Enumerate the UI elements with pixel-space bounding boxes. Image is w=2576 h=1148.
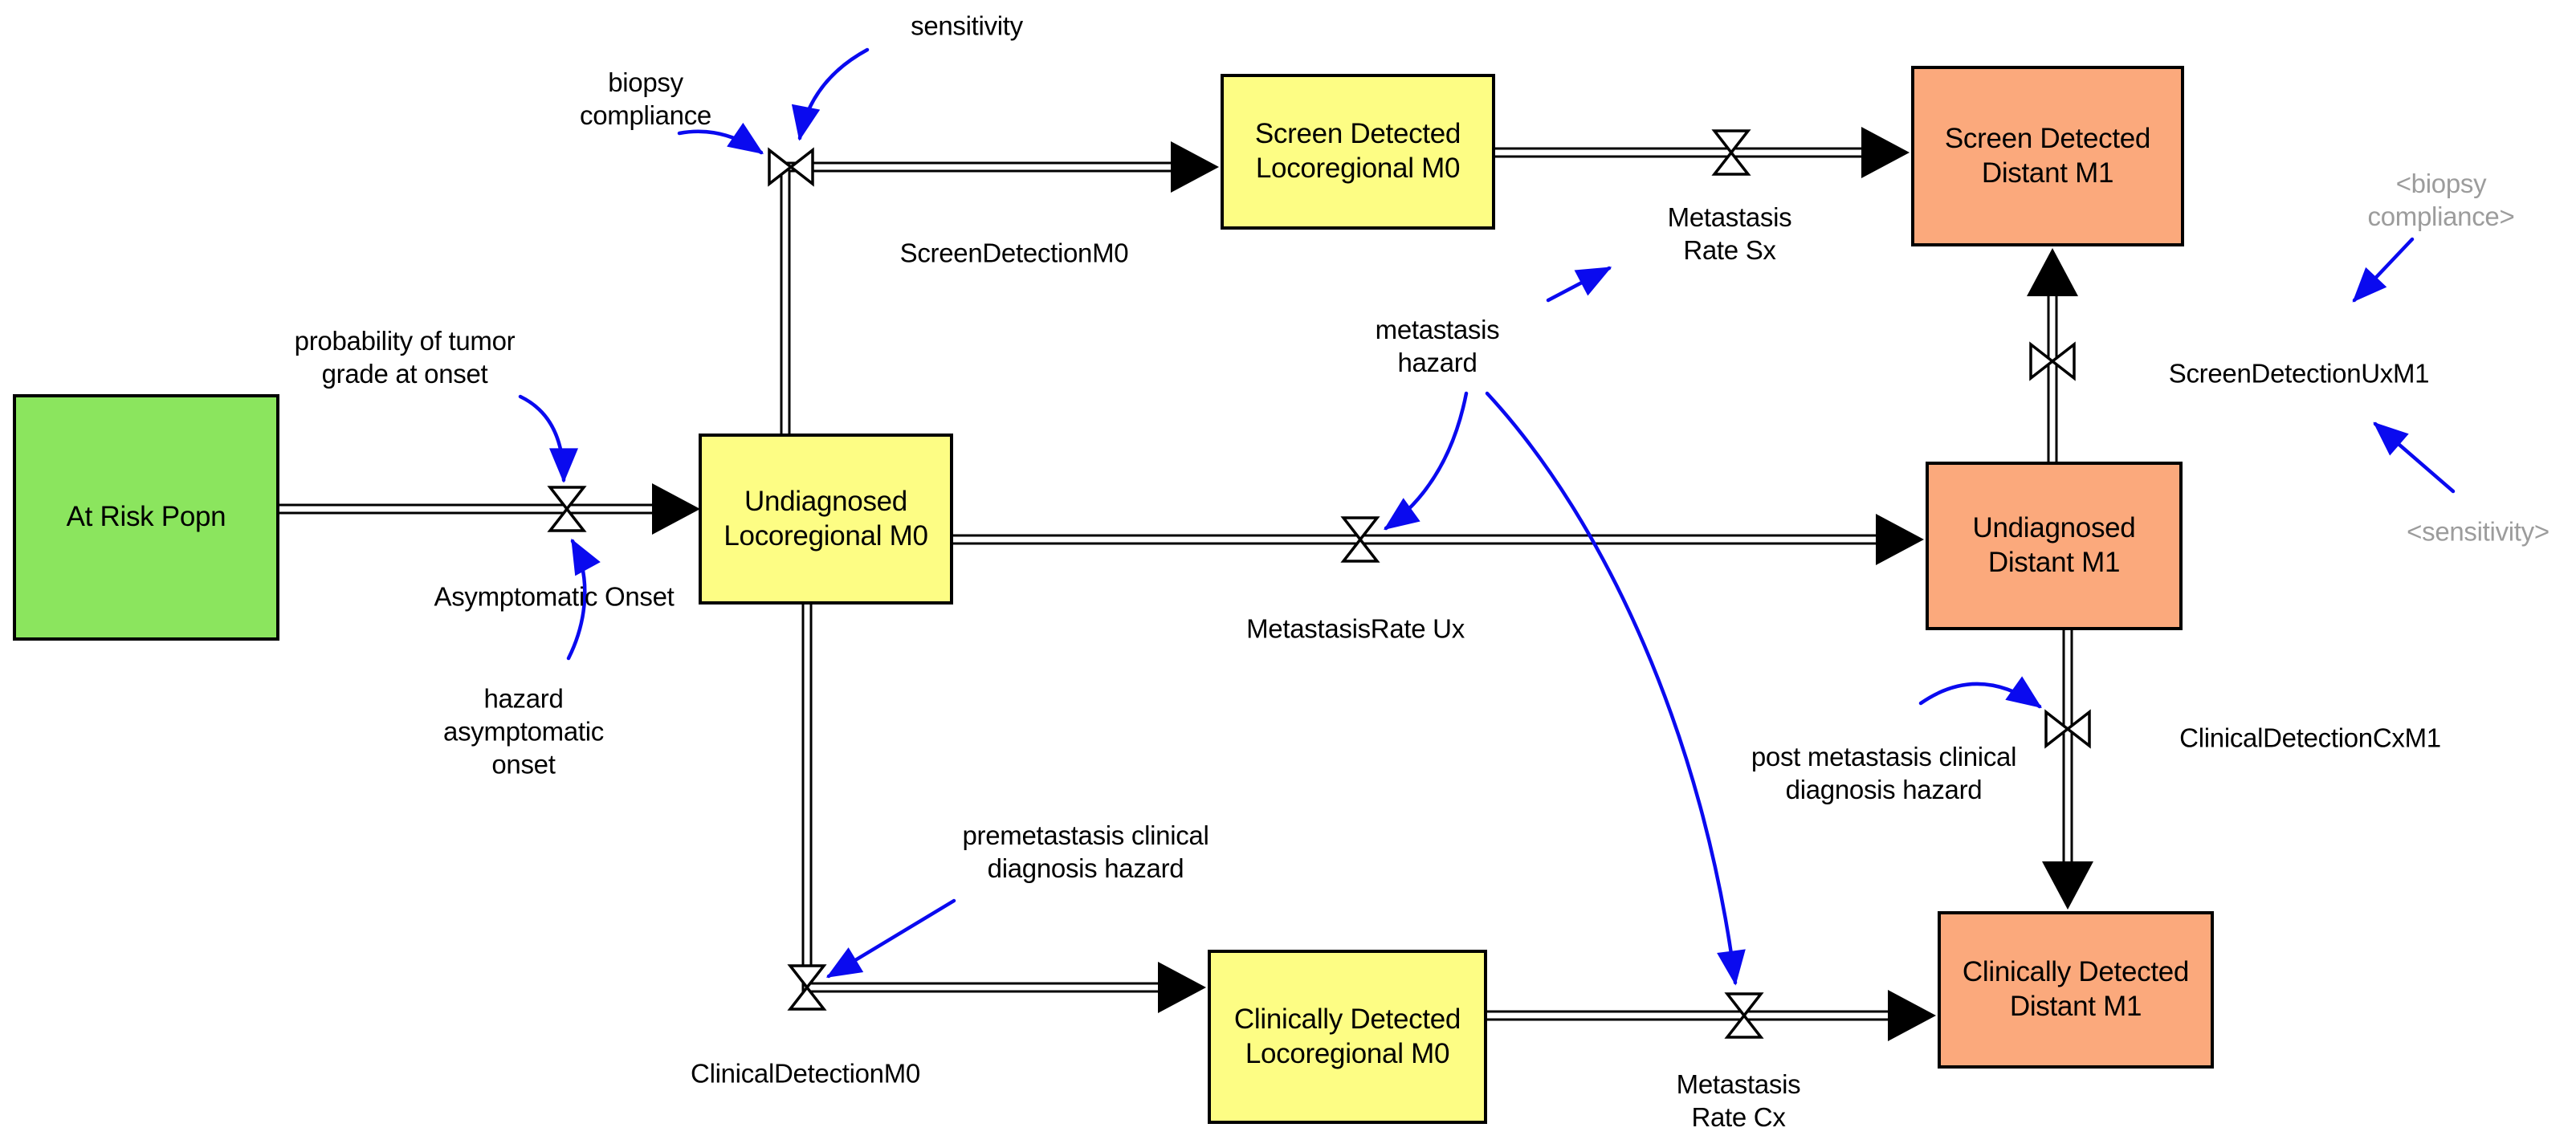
influence-arrow-biopsy-compliance-to-screen-detection-m0 [677,122,764,155]
flow-arrowhead [2027,248,2078,296]
stock-screen-detected-distant-m1[interactable]: Screen Detected Distant M1 [1911,66,2184,246]
flow-pipe-metastasis-rate-cx [1487,990,1936,1041]
influence-arrow-metastasis-hazard-to-metastasis-rate-cx [1485,391,1746,986]
flow-label-metastasis-rate-ux[interactable]: MetastasisRate Ux [1246,613,1465,644]
metastasis-rate-ux-valve[interactable] [1340,516,1380,563]
stock-undiagnosed-distant-m1[interactable]: Undiagnosed Distant M1 [1926,462,2183,630]
flow-arrowhead [1876,514,1924,565]
flow-arrowhead [1158,962,1206,1013]
aux-label-premetastasis-clinical-diagnosis-hazard[interactable]: premetastasis clinical diagnosis hazard [962,820,1209,883]
flow-pipe-metastasis-rate-sx [1495,127,1910,178]
flow-arrowhead [2042,861,2093,910]
influence-arrow-shadow-sensitivity-to-screen-detection-ux-m1 [2373,421,2456,494]
flow-label-clinical-detection-m0[interactable]: ClinicalDetectionM0 [691,1058,920,1089]
flow-arrowhead [1861,127,1910,178]
flow-pipe-clinical-detection-cx-m1 [2042,630,2093,910]
stock-clinically-detected-distant-m1[interactable]: Clinically Detected Distant M1 [1938,911,2214,1069]
clinical-detection-m0-valve[interactable] [787,964,827,1011]
aux-label-metastasis-hazard[interactable]: metastasis hazard [1375,315,1500,377]
influence-arrow-shadow-biopsy-compliance-to-screen-detection-ux-m1 [2352,237,2415,303]
flow-label-asymptomatic-onset[interactable]: Asymptomatic Onset [434,581,675,612]
stock-clinically-detected-locoregional-m0[interactable]: Clinically Detected Locoregional M0 [1208,950,1487,1124]
asymptomatic-onset-valve[interactable] [547,486,587,532]
flow-pipe-metastasis-rate-ux [953,514,1924,565]
flow-label-metastasis-rate-cx[interactable]: Metastasis Rate Cx [1676,1069,1801,1132]
aux-label-biopsy-compliance[interactable]: biopsy compliance [580,67,711,130]
flow-arrowhead [1171,141,1219,193]
aux-label-hazard-asymptomatic-onset[interactable]: hazard asymptomatic onset [443,683,604,780]
influence-arrow-premetastasis-hazard-to-clinical-detection-m0 [825,898,956,979]
screen-detection-ux-m1-valve[interactable] [2029,341,2076,381]
flow-pipe-screen-detection-m0 [780,141,1219,434]
screen-detection-m0-valve[interactable] [768,147,814,187]
shadow-label-biopsy-compliance[interactable]: <biopsy compliance> [2367,169,2515,231]
influence-arrow-sensitivity-to-screen-detection-m0 [791,47,870,141]
flow-pipe-asymptomatic-onset [279,483,700,535]
flow-label-screen-detection-ux-m1[interactable]: ScreenDetectionUxM1 [2168,358,2430,389]
clinical-detection-cx-m1-valve[interactable] [2044,709,2091,749]
influence-arrow-post-metastasis-hazard-to-clinical-detection-cx-m1 [1918,676,2042,709]
flow-arrowhead [652,483,700,535]
flow-arrowhead [1888,990,1936,1041]
influence-arrow-probability-of-tumor-grade-to-asymptomatic-onset [518,394,578,483]
shadow-label-sensitivity[interactable]: <sensitivity> [2407,516,2550,547]
aux-label-probability-of-tumor-grade-at-onset[interactable]: probability of tumor grade at onset [294,326,516,389]
stock-screen-detected-locoregional-m0[interactable]: Screen Detected Locoregional M0 [1221,74,1495,230]
influence-arrow-metastasis-hazard-to-metastasis-rate-ux [1384,391,1469,531]
metastasis-rate-sx-valve[interactable] [1711,129,1751,176]
stock-undiagnosed-locoregional-m0[interactable]: Undiagnosed Locoregional M0 [699,434,953,605]
stock-at-risk-popn[interactable]: At Risk Popn [13,394,279,641]
influence-arrow-metastasis-hazard-to-metastasis-rate-sx [1546,266,1612,303]
flow-label-screen-detection-m0[interactable]: ScreenDetectionM0 [899,238,1129,268]
flow-label-clinical-detection-cx-m1[interactable]: ClinicalDetectionCxM1 [2179,723,2441,753]
flow-label-metastasis-rate-sx[interactable]: Metastasis Rate Sx [1667,202,1792,265]
aux-label-post-metastasis-clinical-diagnosis-hazard[interactable]: post metastasis clinical diagnosis hazar… [1751,742,2017,804]
influence-arrow-hazard-asymptomatic-onset-to-asymptomatic-onset [566,538,601,661]
aux-label-sensitivity[interactable]: sensitivity [911,10,1023,41]
metastasis-rate-cx-valve[interactable] [1724,992,1764,1039]
